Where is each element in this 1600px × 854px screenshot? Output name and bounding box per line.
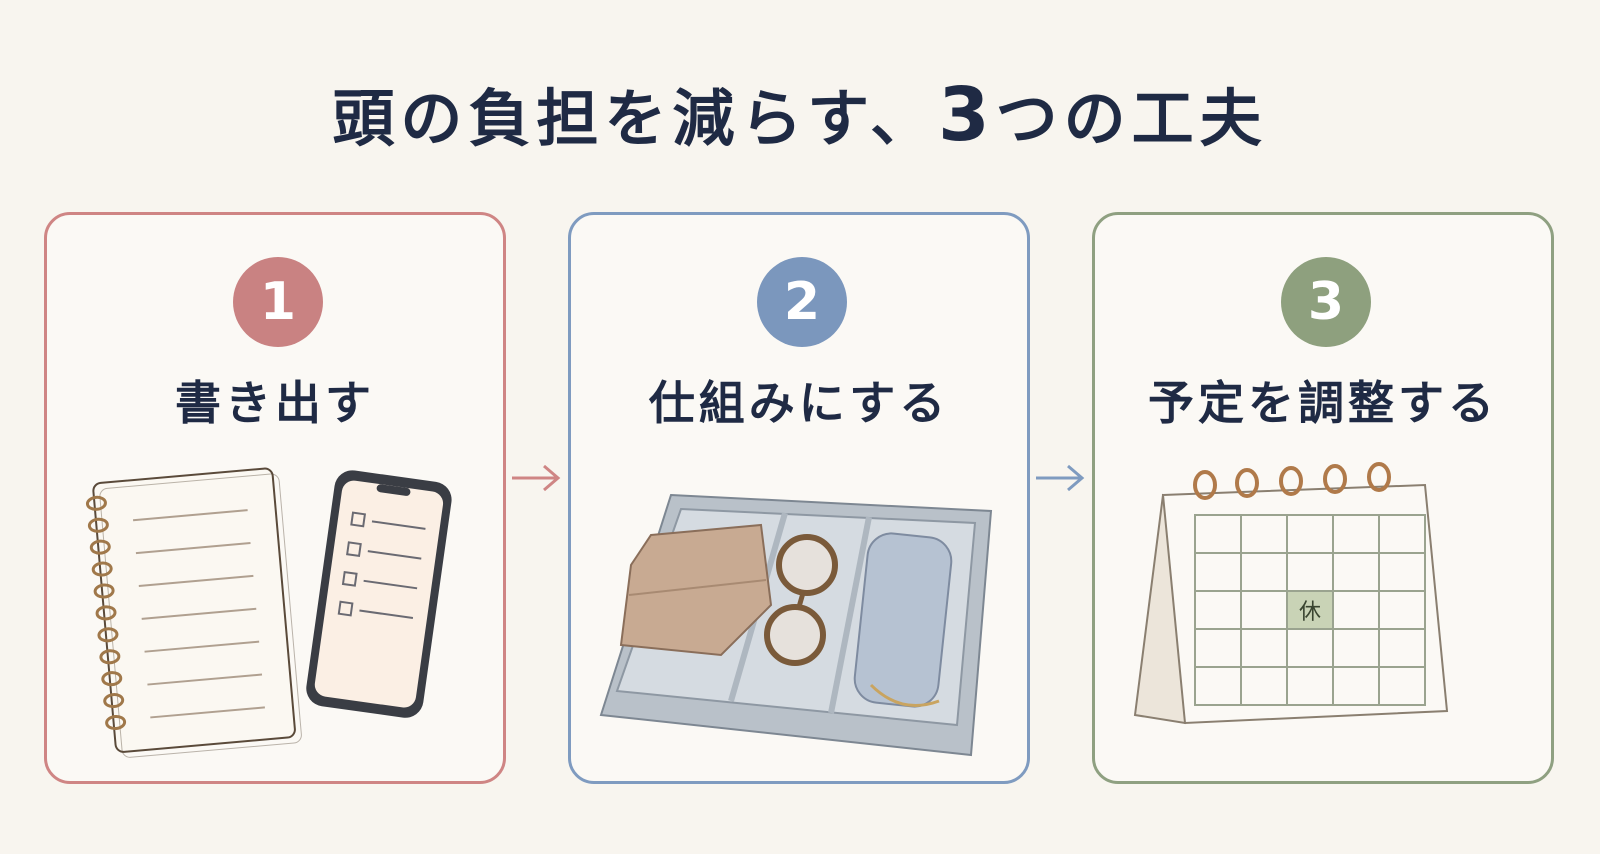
step-2-panel: 2 仕組みにする — [568, 212, 1030, 784]
step-1-label: 書き出す — [175, 376, 375, 430]
notebook-phone-icon — [85, 467, 452, 758]
title-number: 3 — [938, 72, 996, 158]
arrow-right-icon — [512, 464, 561, 492]
step-3-panel: 3 予定を調整する 休 — [1092, 212, 1554, 784]
title-suffix: つの工夫 — [995, 82, 1268, 155]
step-1-panel: 1 書き出す — [44, 212, 506, 784]
desk-calendar-icon: 休 — [1133, 462, 1449, 725]
title-prefix: 頭の負担を減らす、 — [332, 82, 939, 155]
holiday-mark: 休 — [1299, 600, 1321, 625]
step-3-badge: 3 — [1281, 257, 1371, 347]
step-1-badge: 1 — [233, 257, 323, 347]
arrow-right-icon — [1036, 464, 1085, 492]
step-2-label: 仕組みにする — [648, 376, 950, 430]
page-title: 頭の負担を減らす、3つの工夫 — [0, 78, 1600, 152]
step-3-label: 予定を調整する — [1148, 376, 1498, 430]
step-2-badge: 2 — [757, 257, 847, 347]
organizer-tray-icon — [599, 493, 993, 757]
